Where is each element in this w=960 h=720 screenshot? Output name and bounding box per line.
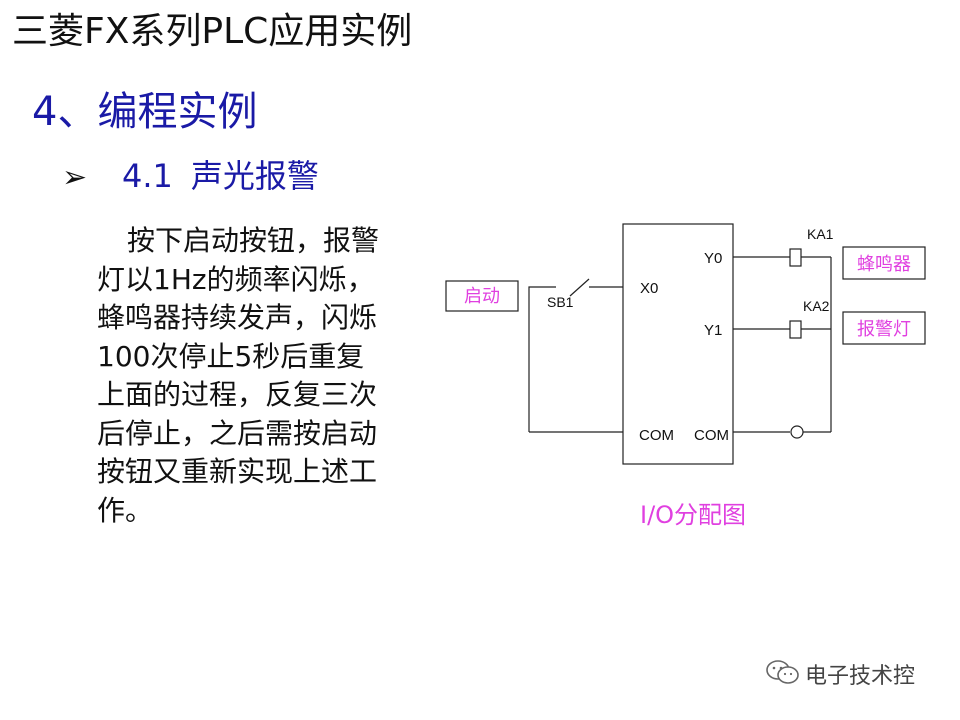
- plc-box: [622, 223, 734, 465]
- ka2-coil: [789, 320, 802, 339]
- ka1-coil: [789, 248, 802, 267]
- watermark-text: 电子技术控: [805, 664, 916, 689]
- com-left-label: COM: [639, 427, 674, 444]
- buzzer-box: [842, 246, 926, 280]
- start-input-box: [445, 280, 519, 312]
- start-input-label: 启动: [464, 286, 500, 306]
- x0-label: X0: [640, 280, 658, 297]
- description-text: 按下启动按钮，报警灯以1Hz的频率闪烁，蜂鸣器持续发声，闪烁100次停止5秒后重…: [97, 224, 380, 527]
- io-diagram-caption: I/O分配图: [640, 501, 747, 529]
- y0-label: Y0: [704, 250, 722, 267]
- slide-title: 三菱FX系列PLC应用实例: [12, 11, 413, 52]
- sb1-label: SB1: [547, 294, 574, 310]
- com-right-label: COM: [694, 427, 729, 444]
- watermark: 电子技术控: [765, 658, 915, 696]
- subsection-number: 4.1: [122, 157, 173, 195]
- ka2-label: KA2: [803, 298, 830, 314]
- subsection-heading: ➢ 4.1 声光报警: [62, 154, 319, 200]
- ka1-label: KA1: [807, 226, 834, 242]
- subsection-title: 声光报警: [190, 157, 319, 195]
- wechat-icon: [765, 658, 801, 696]
- arrow-bullet-icon: ➢: [62, 160, 88, 195]
- power-source-symbol: [790, 425, 804, 439]
- buzzer-label: 蜂鸣器: [857, 254, 911, 274]
- alarm-light-box: [842, 311, 926, 345]
- input-wire-left: [528, 286, 556, 432]
- section-heading: 4、编程实例: [32, 89, 258, 135]
- sb1-switch: [569, 278, 590, 297]
- alarm-light-label: 报警灯: [857, 319, 911, 339]
- y1-label: Y1: [704, 322, 722, 339]
